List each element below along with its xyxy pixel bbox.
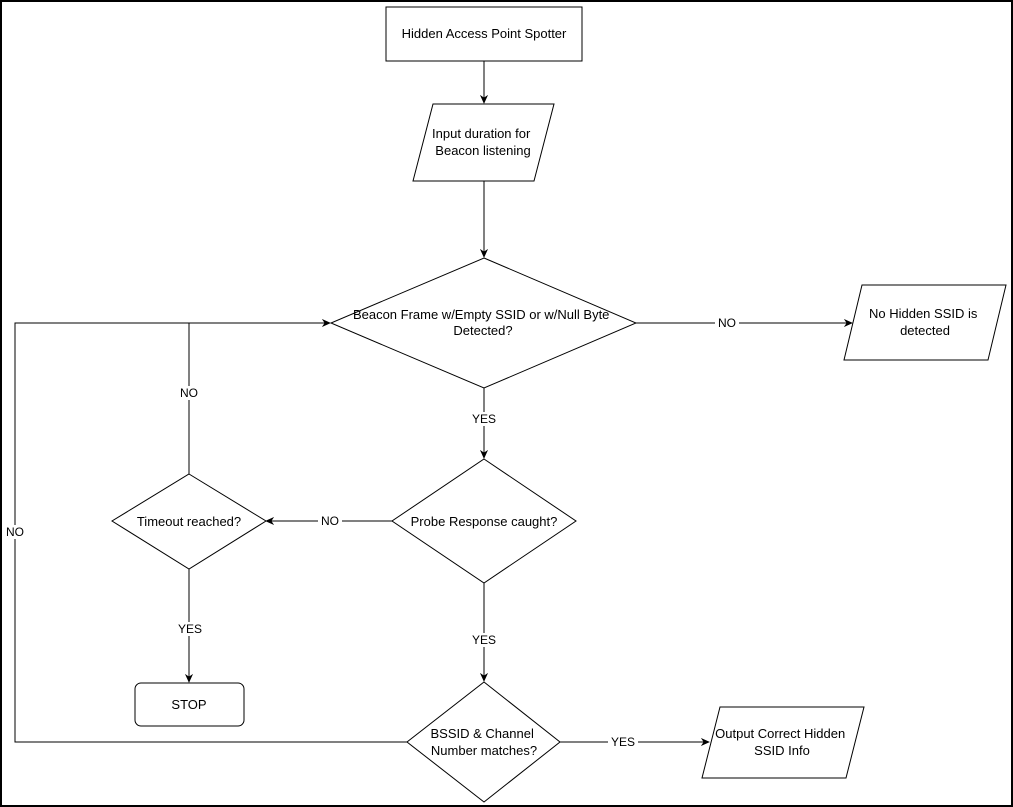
beacon-decision (329, 257, 638, 389)
output-label: Output Correct Hidden SSID Info (715, 726, 849, 758)
edge-label-probe-no: NO (321, 514, 339, 528)
timeout-decision (111, 473, 267, 570)
beacon-label: Beacon Frame w/Empty SSID or w/Null Byte… (353, 307, 613, 338)
stop-label: STOP (171, 697, 206, 712)
edge-label-timeout-no: NO (180, 386, 198, 400)
input-node (412, 103, 555, 182)
edge-label-beacon-yes: YES (472, 412, 496, 426)
start-label: Hidden Access Point Spotter (402, 26, 567, 41)
no-hidden-output-node (843, 284, 1007, 361)
stop-node (134, 682, 245, 727)
start-node (385, 6, 583, 62)
timeout-label: Timeout reached? (137, 514, 241, 529)
probe-decision (391, 458, 577, 584)
edge-label-timeout-yes: YES (178, 622, 202, 636)
output-node (701, 706, 865, 779)
probe-label: Probe Response caught? (411, 514, 558, 529)
input-label: Input duration for Beacon listening (432, 126, 534, 158)
no-hidden-label: No Hidden SSID is detected (869, 306, 981, 338)
edge-label-bssid-no: NO (6, 525, 24, 539)
bssid-label: BSSID & Channel Number matches? (431, 726, 538, 758)
bssid-decision (406, 681, 561, 803)
edge-label-bssid-yes: YES (611, 735, 635, 749)
edge-label-beacon-no: NO (718, 316, 736, 330)
edge-label-probe-yes: YES (472, 633, 496, 647)
